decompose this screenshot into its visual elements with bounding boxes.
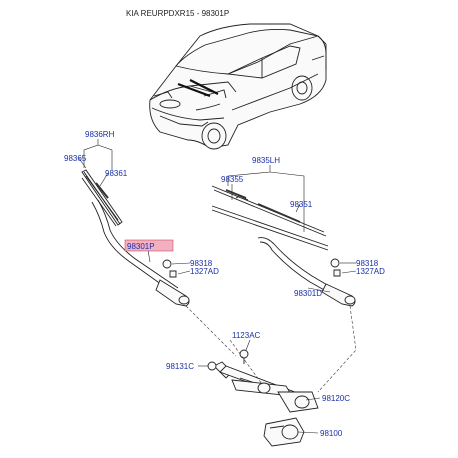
label-linkage[interactable]: 98120C [322,394,350,403]
label-refill-lh[interactable]: 98351 [290,200,313,209]
car-illustration [149,23,327,150]
selected-part-highlight [124,239,174,252]
rh-cap-part [162,259,172,269]
wiper-linkage [207,349,319,413]
pivot-bolt-part [207,361,217,371]
label-motor[interactable]: 98100 [320,429,343,438]
label-blade-lh[interactable]: 98355 [221,175,244,184]
label-blade-lh-assy[interactable]: 9835LH [252,156,280,165]
label-blade-rh[interactable]: 98365 [64,154,87,163]
rh-wiper-blade [81,169,123,227]
label-blade-rh-assy[interactable]: 9836RH [85,130,115,139]
lh-cap-part [330,258,340,268]
label-pivot-bolt[interactable]: 98131C [166,362,194,371]
rh-wiper-arm [91,199,190,307]
label-refill-rh[interactable]: 98361 [105,169,128,178]
bolt-part [239,349,249,359]
label-arm-rh-highlighted[interactable]: 98301P [127,242,155,251]
wiper-motor [263,417,305,447]
connection-lines [185,305,357,393]
label-bolt[interactable]: 1123AC [232,331,261,340]
label-cap-lh[interactable]: 98318 [356,259,379,268]
label-nut-rh[interactable]: 1327AD [190,267,219,276]
diagram-title: KIA REURPDXR15 - 98301P [126,9,229,18]
rh-nut-part [169,270,177,278]
lh-nut-part [333,269,341,277]
lh-wiper-arm [257,237,356,307]
leader-lines [77,139,357,434]
lh-wiper-blade [211,185,329,251]
part-labels: 9836RH 98365 98361 98301P 98318 1327AD 9… [64,130,385,438]
label-cap-rh[interactable]: 98318 [190,259,213,268]
label-nut-lh[interactable]: 1327AD [356,267,385,276]
label-arm-lh[interactable]: 98301D [294,289,322,298]
